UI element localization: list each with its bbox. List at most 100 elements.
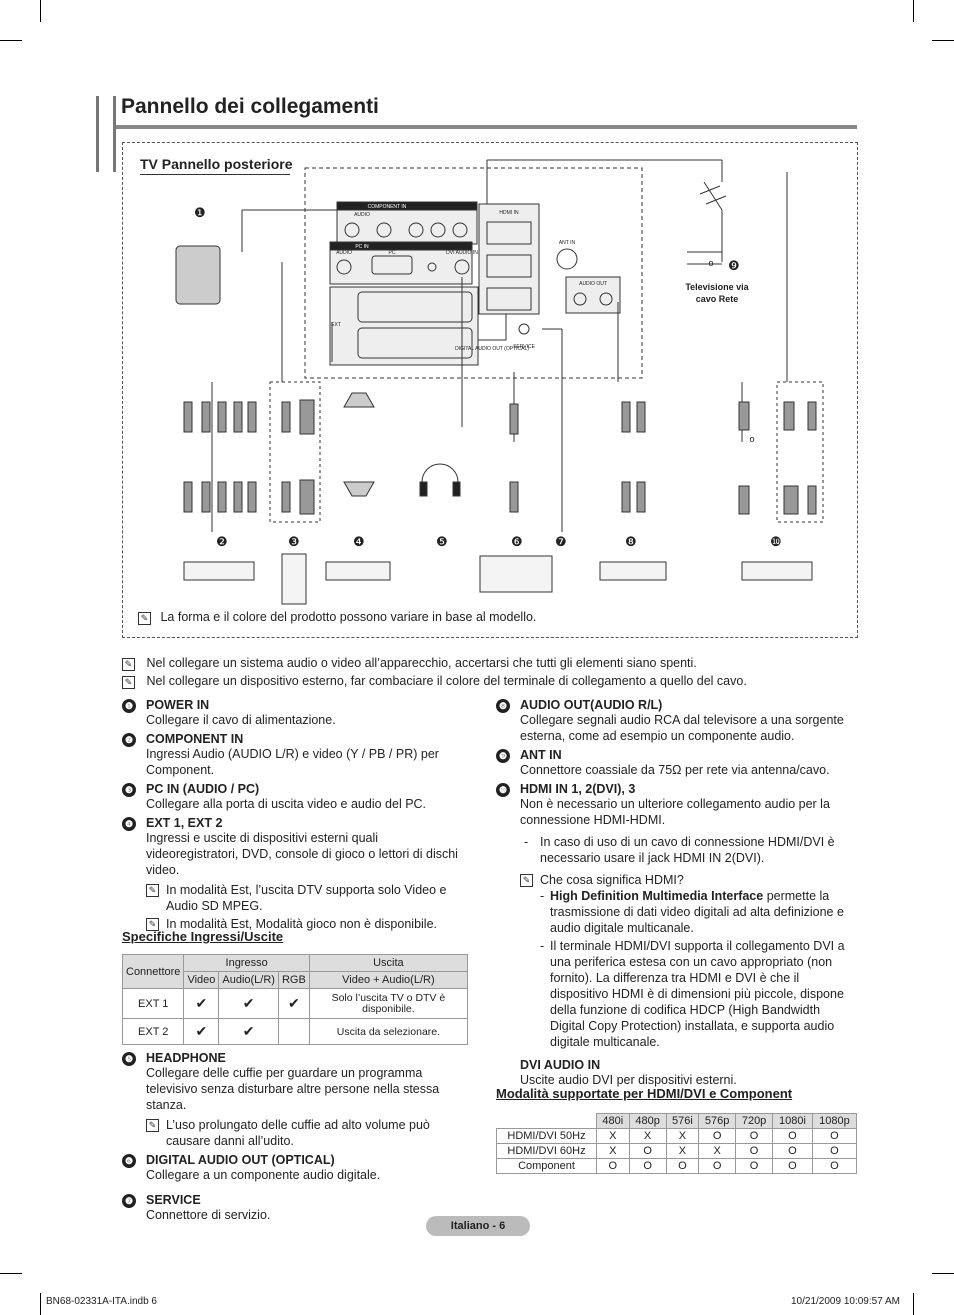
item-text: Ingressi e uscite di dispositivi esterni… xyxy=(146,831,458,877)
power-socket xyxy=(175,245,221,305)
antenna-mast xyxy=(703,181,723,211)
table-cell: O xyxy=(698,1128,737,1144)
table-cell: O xyxy=(735,1128,774,1144)
number-4: ❹ xyxy=(353,534,365,549)
table-cell: O xyxy=(735,1143,774,1159)
dash-glyph: - xyxy=(540,889,545,903)
modes-heading: Modalità supportate per HDMI/DVI e Compo… xyxy=(496,1086,793,1101)
table-cell: O xyxy=(772,1128,813,1144)
page-number: Italiano - 6 xyxy=(426,1216,530,1236)
item-title: PC IN (AUDIO / PC) xyxy=(146,782,260,796)
headphone-jack xyxy=(427,262,437,272)
number-1: ❶ xyxy=(194,205,206,220)
table-cell: ✔ xyxy=(277,988,310,1019)
spec-sub-rgb: RGB xyxy=(277,971,310,989)
scart-plug xyxy=(343,392,375,408)
or-label: o xyxy=(708,258,713,268)
table-cell: O xyxy=(596,1158,630,1174)
number-7: ❼ xyxy=(555,534,567,549)
table-row: Component O O O O O O O xyxy=(495,1158,858,1174)
crop-mark xyxy=(40,0,41,22)
component-in-label: COMPONENT IN xyxy=(368,204,407,210)
rca-plug xyxy=(247,481,257,513)
item-dvi-audio-in: DVI AUDIO IN Uscite audio DVI per dispos… xyxy=(520,1058,858,1088)
rca-plug xyxy=(233,401,243,433)
table-cell: X xyxy=(665,1128,700,1144)
pc-label: PC xyxy=(389,250,396,256)
hdmi-in-label: HDMI IN xyxy=(499,210,519,216)
table-row: HDMI/DVI 60Hz X O X X O O O xyxy=(495,1143,858,1159)
item-text: Collegare segnali audio RCA dal televiso… xyxy=(520,713,844,743)
table-header: 480i xyxy=(596,1113,630,1129)
footer-file: BN68-02331A-ITA.indb 6 xyxy=(46,1296,157,1307)
table-corner xyxy=(495,1113,598,1129)
pc-plug xyxy=(281,481,291,513)
hdmi-question-text: Che cosa significa HDMI? xyxy=(540,873,684,887)
item-ext: ❹ EXT 1, EXT 2 Ingressi e uscite di disp… xyxy=(122,816,472,932)
table-cell: O xyxy=(698,1158,737,1174)
ext-label: EXT xyxy=(331,322,341,328)
vga-port xyxy=(371,255,413,275)
table-cell: O xyxy=(628,1143,667,1159)
device-hdmi-player xyxy=(741,561,813,581)
number-2: ❷ xyxy=(216,534,228,549)
or-label: o xyxy=(749,434,754,444)
item-text: Uscite audio DVI per dispositivi esterni… xyxy=(520,1073,737,1087)
hdmi-port xyxy=(486,287,532,311)
item-service: ❼ SERVICE Connettore di servizio. xyxy=(122,1193,472,1223)
hdmi-def-rest: permette la trasmissione di dati video d… xyxy=(550,889,844,935)
table-cell: O xyxy=(811,1128,858,1144)
component-jack xyxy=(430,222,446,238)
audio-plug xyxy=(636,401,646,433)
item-number: ❸ xyxy=(122,783,136,797)
table-cell: ✔ xyxy=(183,988,220,1019)
dvi-audio-in-label: DVI AUDIO IN xyxy=(446,250,478,256)
note-icon: ✎ xyxy=(146,918,159,931)
item-title: POWER IN xyxy=(146,698,210,712)
ext-note-text: In modalità Est, l’uscita DTV supporta s… xyxy=(166,883,447,913)
component-jack xyxy=(344,222,360,238)
item-audio-out: ❽ AUDIO OUT(AUDIO R/L) Collegare segnali… xyxy=(496,698,858,744)
headphone-icon xyxy=(421,463,459,483)
table-cell: ✔ xyxy=(218,1018,279,1045)
scart-port xyxy=(357,291,473,323)
dash-glyph: - xyxy=(540,939,545,953)
optical-plug xyxy=(509,403,519,435)
audio-plug xyxy=(807,401,817,431)
item-power-in: ❶ POWER IN Collegare il cavo di alimenta… xyxy=(122,698,472,728)
table-cell: O xyxy=(772,1158,813,1174)
item-title: COMPONENT IN xyxy=(146,732,244,746)
item-ant-in: ❾ ANT IN Connettore coassiale da 75Ω per… xyxy=(496,748,858,778)
item-number: ❼ xyxy=(122,1194,136,1208)
crop-mark xyxy=(932,1273,954,1274)
item-number: ❷ xyxy=(122,733,136,747)
audio-plug xyxy=(621,401,631,433)
table-header: 480p xyxy=(628,1113,667,1129)
hdmi-plug xyxy=(738,401,750,431)
dash-glyph: - xyxy=(524,835,529,849)
service-port xyxy=(518,323,530,335)
table-cell: ✔ xyxy=(183,1018,220,1045)
crop-mark xyxy=(0,40,22,41)
optical-port xyxy=(477,313,507,341)
dvi-plug xyxy=(783,485,799,515)
item-text: Collegare il cavo di alimentazione. xyxy=(146,713,336,727)
ant-in-port xyxy=(556,248,578,270)
table-cell: O xyxy=(811,1143,858,1159)
note-icon: ✎ xyxy=(122,676,135,689)
table-cell: O xyxy=(811,1158,858,1174)
note-icon: ✎ xyxy=(138,612,151,625)
rca-plug xyxy=(217,481,227,513)
pc-in-header xyxy=(329,241,473,251)
item-number: ❾ xyxy=(496,749,510,763)
table-cell: O xyxy=(735,1158,774,1174)
rca-plug xyxy=(233,481,243,513)
item-text: Collegare alla porta di uscita video e a… xyxy=(146,797,427,811)
crop-mark xyxy=(932,40,954,41)
component-jack xyxy=(452,222,468,238)
item-text: Non è necessario un ulteriore collegamen… xyxy=(520,797,830,827)
scart-plug xyxy=(343,481,375,497)
headphone-cup xyxy=(452,481,461,497)
pc-audio-label: AUDIO xyxy=(336,250,352,256)
spec-sub-audio: Audio(L/R) xyxy=(218,971,279,989)
